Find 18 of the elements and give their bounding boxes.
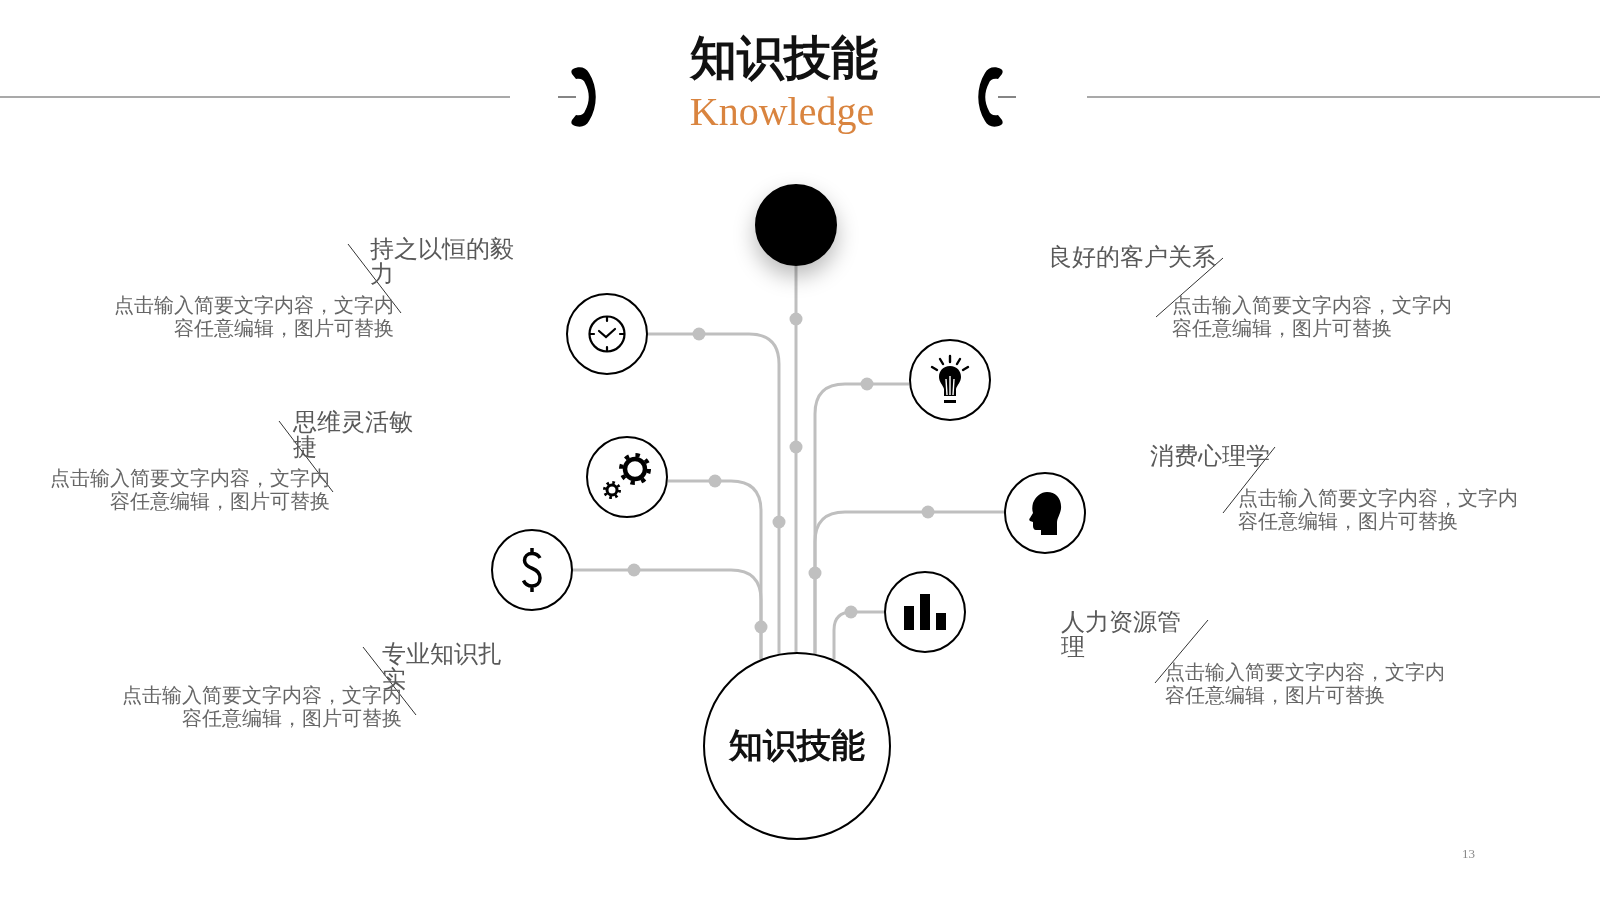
connector-line	[832, 610, 884, 660]
item-description: 点击输入简要文字内容，文字内容任意编辑，图片可替换	[1172, 294, 1453, 339]
connector-line	[794, 266, 798, 652]
page-number: 13	[1462, 846, 1475, 861]
center-circle: 知识技能	[703, 652, 891, 840]
item-heading: 人力资源管理	[1061, 610, 1182, 660]
item-description: 点击输入简要文字内容，文字内容任意编辑，图片可替换	[1165, 661, 1446, 706]
subtitle: Knowledge	[689, 90, 875, 134]
connector-line	[648, 332, 781, 654]
item-description: 点击输入简要文字内容，文字内容任意编辑，图片可替换	[113, 294, 394, 339]
item-heading: 消费心理学	[1150, 444, 1270, 469]
connector-line	[573, 568, 763, 660]
item-description: 点击输入简要文字内容，文字内容任意编辑，图片可替换	[1238, 487, 1519, 532]
item-heading: 良好的客户关系	[1048, 245, 1216, 270]
connector-line	[813, 510, 1004, 654]
item-heading: 持之以恒的毅力	[370, 237, 515, 287]
filled-circle	[755, 184, 837, 266]
title: 知识技能	[690, 32, 878, 84]
